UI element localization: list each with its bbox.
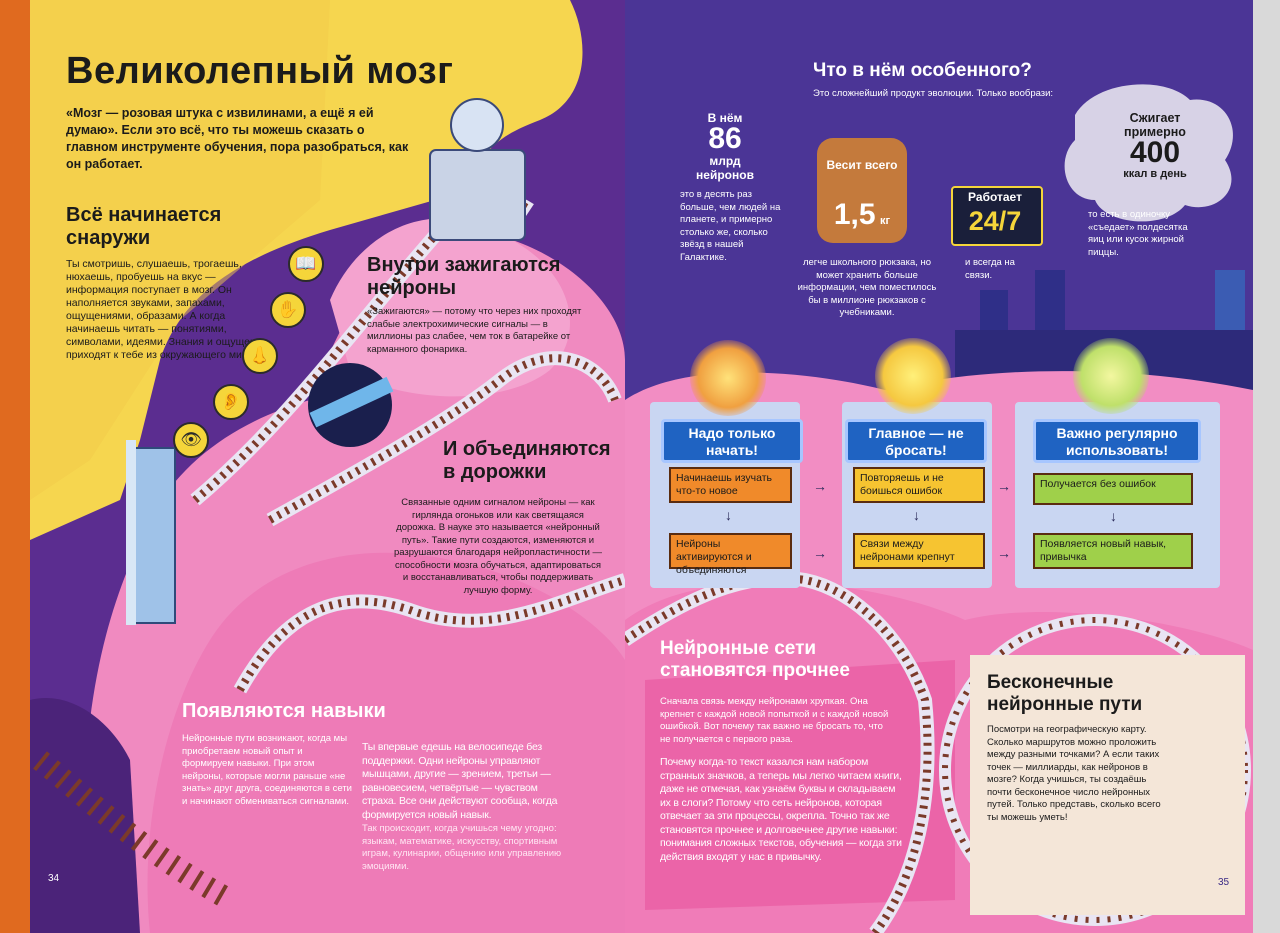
page-number-right: 35 xyxy=(1218,877,1230,888)
neurons-unit: млрд нейронов xyxy=(696,154,754,182)
flow-step-2-2: Связи между нейронами крепнут xyxy=(853,533,985,569)
flow-step-2-1: Повторяешь и не боишься ошибок xyxy=(853,467,985,503)
arrow-right-icon: → xyxy=(997,478,1011,494)
ear-icon: 👂 xyxy=(213,384,249,420)
learning-text: Так происходит, когда учишься чему угодн… xyxy=(362,823,562,872)
right-page-subtitle: Это сложнейший продукт эволюции. Только … xyxy=(813,88,1054,99)
section-stronger-heading: Нейронные сети становятся прочнее xyxy=(660,638,850,681)
energy-prefix: Сжигает примерно xyxy=(1124,111,1186,139)
flow-step-3-2: Появляется новый навык, привычка xyxy=(1033,533,1193,569)
work-number: 24/7 xyxy=(968,206,1022,236)
section-endless-text: Посмотри на географическую карту. Скольк… xyxy=(987,724,1161,823)
flow-head-3: Важно регулярно использовать! xyxy=(1033,419,1201,463)
bulb-icon-1 xyxy=(690,340,766,416)
neurons-prefix: В нём xyxy=(707,111,743,125)
weight-value: 1,5 кг xyxy=(817,200,907,230)
right-page-title: Что в нём особенного? xyxy=(813,60,1032,81)
weight-unit: кг xyxy=(880,215,891,227)
arrow-down-icon: ↓ xyxy=(913,507,920,523)
left-page: Великолепный мозг «Мозг — розовая штука … xyxy=(30,0,625,933)
energy-text: то есть в одиночку «съедает» полдесятка … xyxy=(1088,209,1188,258)
book-icon: 📖 xyxy=(288,246,324,282)
section-ignite-heading: Внутри зажигаются нейроны xyxy=(367,254,561,299)
page-number-left: 34 xyxy=(48,873,60,884)
section-skills-heading: Появляются навыки xyxy=(182,700,386,722)
arrow-right-icon: → xyxy=(997,545,1011,561)
section-stronger-text2: Почему когда-то текст казался нам наборо… xyxy=(660,756,902,863)
flow-step-1-2: Нейроны активируются и объединяются xyxy=(669,533,792,576)
page-title: Великолепный мозг xyxy=(66,50,454,92)
left-page-background xyxy=(30,0,625,933)
bulb-icon-2 xyxy=(875,338,951,414)
neurons-number: 86 xyxy=(708,122,742,155)
energy-number: 400 xyxy=(1129,136,1181,169)
section-skills-text: Нейронные пути возникают, когда мы приоб… xyxy=(182,733,352,807)
arrow-down-icon: ↓ xyxy=(725,507,732,523)
weight-label: Весит всего xyxy=(826,158,898,172)
bike-text: Ты впервые едешь на велосипеде без подде… xyxy=(362,741,558,821)
section-outside-text: Ты смотришь, слушаешь, трогаешь, нюхаешь… xyxy=(66,258,268,361)
arrow-right-icon: → xyxy=(813,545,827,561)
intro-text: «Мозг — розовая штука с извилинами, а ещ… xyxy=(66,106,409,171)
bulb-icon-3 xyxy=(1073,338,1149,414)
arrow-right-icon: → xyxy=(813,478,827,494)
book-edge-left xyxy=(0,0,30,933)
flow-head-1: Надо только начать! xyxy=(661,419,803,463)
flow-head-2: Главное — не бросать! xyxy=(845,419,987,463)
section-paths-text: Связанные одним сигналом нейроны — как г… xyxy=(393,497,603,596)
work-label: Работает xyxy=(968,190,1022,204)
neurons-text: это в десять раз больше, чем людей на пл… xyxy=(680,189,781,263)
hand-icon: ✋ xyxy=(270,292,306,328)
section-endless-heading: Бесконечные нейронные пути xyxy=(987,672,1143,715)
right-page: Что в нём особенного? Это сложнейший про… xyxy=(625,0,1253,933)
backpack-icon xyxy=(817,138,907,243)
flow-step-1-1: Начинаешь изучать что-то новое xyxy=(669,467,792,503)
arrow-down-icon: ↓ xyxy=(1110,508,1117,524)
nose-icon: 👃 xyxy=(242,338,278,374)
weight-text: легче школьного рюкзака, но может хранит… xyxy=(797,257,937,318)
work-badge xyxy=(951,186,1043,246)
flow-step-3-1: Получается без ошибок xyxy=(1033,473,1193,505)
book-edge-right xyxy=(1253,0,1280,933)
energy-unit: ккал в день xyxy=(1123,168,1187,180)
section-outside-heading: Всё начинается снаружи xyxy=(66,204,222,249)
section-stronger-text: Сначала связь между нейронами хрупкая. О… xyxy=(660,696,889,745)
work-text: и всегда на связи. xyxy=(965,257,1015,281)
section-ignite-text: «Зажигаются» — потому что через них прох… xyxy=(367,306,582,355)
section-paths-heading: И объединяются в дорожки xyxy=(443,438,611,483)
weight-number: 1,5 xyxy=(833,198,876,231)
eye-icon: 👁 xyxy=(173,422,209,458)
